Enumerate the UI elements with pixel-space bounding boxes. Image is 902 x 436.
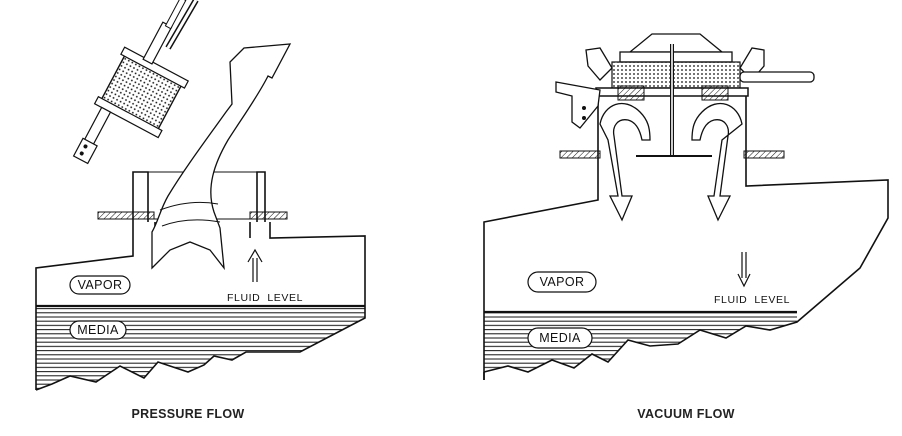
right-vapor-tag: VAPOR (527, 271, 597, 293)
right-tank-outline (483, 168, 889, 380)
left-nozzle (132, 171, 266, 222)
right-valve-assembly (555, 33, 815, 157)
left-flange-right (249, 211, 288, 220)
left-fluid-level-label: FLUID LEVEL (227, 292, 303, 304)
right-fluid-level-label: FLUID LEVEL (714, 294, 790, 306)
right-fluid-level-arrow (737, 252, 751, 288)
vacuum-flow-caption: VACUUM FLOW (637, 407, 735, 421)
right-vapor-label: VAPOR (540, 275, 585, 289)
right-flange-right (743, 150, 785, 159)
left-vapor-label: VAPOR (78, 278, 123, 292)
left-valve-assembly (72, 0, 190, 165)
right-media-tag: MEDIA (527, 327, 593, 349)
vacuum-flow-arrow-right (691, 102, 743, 222)
vacuum-flow-diagram: FLUID LEVEL VAPOR MEDIA VACUUM FLOW (483, 33, 889, 421)
right-media-label: MEDIA (539, 331, 581, 345)
left-media-label: MEDIA (77, 323, 119, 337)
pressure-flow-caption: PRESSURE FLOW (132, 407, 245, 421)
left-flange-left (97, 211, 155, 220)
left-fluid-level-arrow (247, 248, 263, 282)
vacuum-flow-arrow-left (599, 102, 651, 222)
right-media-liquid (484, 312, 797, 372)
pressure-flow-arrow (151, 43, 292, 271)
pressure-flow-diagram: FLUID LEVEL VAPOR MEDIA PRESSURE FLOW (35, 0, 366, 421)
right-flange-left (559, 150, 601, 159)
left-vapor-tag: VAPOR (69, 275, 131, 295)
left-media-tag: MEDIA (69, 320, 127, 340)
left-media-liquid (36, 306, 365, 390)
right-tank (483, 96, 889, 380)
